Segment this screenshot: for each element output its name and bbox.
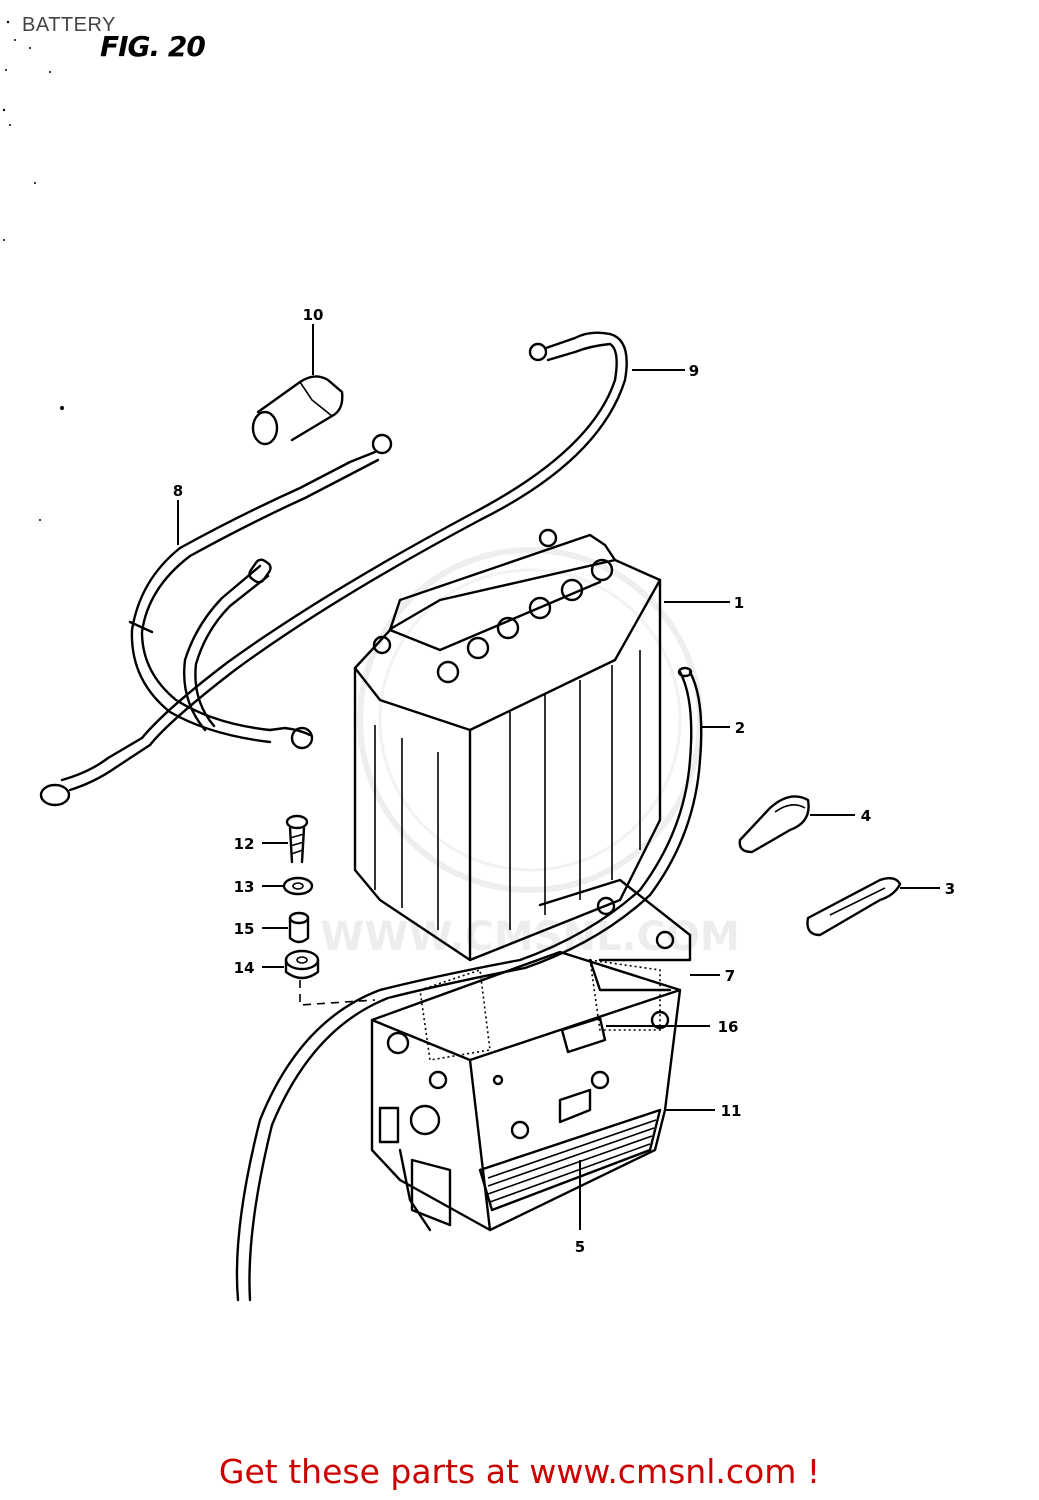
- callout-16: 16: [718, 1018, 739, 1036]
- exploded-diagram: WWW.CMSNL.COM: [2, 20, 955, 1302]
- figure-label: FIG. 20: [100, 30, 206, 63]
- battery-mat-part-5[interactable]: [410, 1108, 662, 1227]
- callout-leaders: [177, 324, 940, 1230]
- callout-7: 7: [725, 967, 735, 985]
- battery-cable-part-8[interactable]: [128, 433, 393, 750]
- callout-13: 13: [234, 878, 255, 896]
- battery-holder-part-11[interactable]: [370, 950, 682, 1232]
- callout-3: 3: [945, 880, 955, 898]
- battery-cable-part-9[interactable]: [39, 331, 628, 807]
- terminal-cover-part-10[interactable]: [251, 375, 344, 446]
- callout-10: 10: [303, 306, 324, 324]
- battery-part-1[interactable]: [353, 528, 662, 962]
- callout-8: 8: [173, 482, 183, 500]
- washer-part-13[interactable]: [282, 876, 314, 896]
- callout-14: 14: [234, 959, 255, 977]
- footer-cta-link[interactable]: Get these parts at www.cmsnl.com !: [218, 1452, 821, 1491]
- battery-side-ribs: [374, 650, 641, 930]
- callout-numbers: 10 9 8 1 2 4 3 12 13 15 14 7 16 11 5: [173, 306, 955, 1256]
- assembly-dash-line: [299, 980, 376, 1006]
- spacer-part-15[interactable]: [288, 911, 310, 944]
- callout-2: 2: [735, 719, 745, 737]
- battery-strap-part-3[interactable]: [806, 877, 902, 937]
- callout-9: 9: [689, 362, 699, 380]
- section-title: BATTERY: [22, 14, 116, 36]
- callout-4: 4: [861, 807, 871, 825]
- cable-clamp-part-4[interactable]: [738, 795, 810, 854]
- case-bracket-part-7[interactable]: [538, 878, 692, 992]
- callout-15: 15: [234, 920, 255, 938]
- callout-12: 12: [234, 835, 255, 853]
- scan-speckle: [2, 20, 64, 521]
- callout-5: 5: [575, 1238, 585, 1256]
- foam-pad-part-16[interactable]: [419, 959, 661, 1061]
- bolt-part-12[interactable]: [285, 814, 309, 864]
- callout-1: 1: [734, 594, 744, 612]
- battery-cell-caps: [372, 528, 614, 684]
- cushion-part-14[interactable]: [284, 949, 320, 980]
- callout-11: 11: [721, 1102, 742, 1120]
- mat-ribs: [487, 1119, 657, 1203]
